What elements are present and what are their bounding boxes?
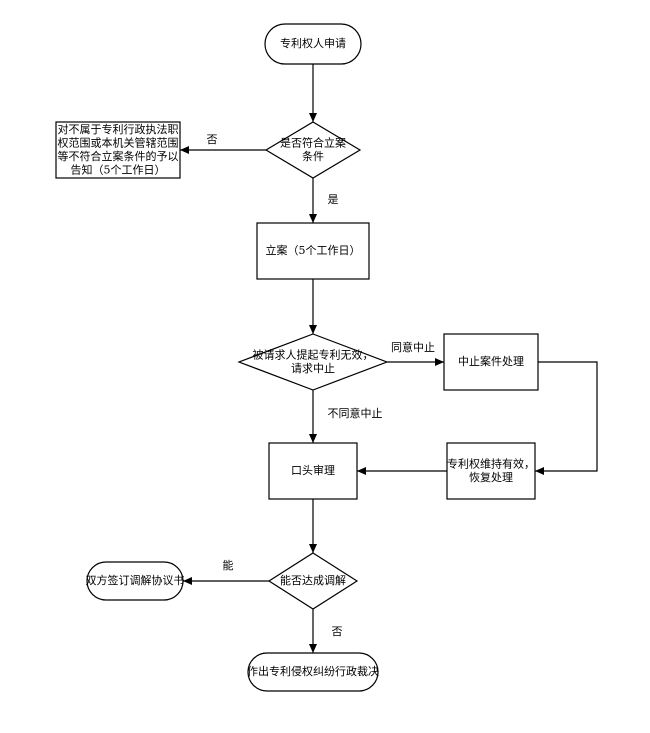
process-box [256, 222, 370, 280]
edge-label: 否 [207, 133, 218, 146]
process-box [55, 121, 181, 179]
node-label: 专利权人申请 [280, 36, 346, 50]
node-file: 立案（5个工作日） [256, 222, 370, 280]
terminal-shape [247, 652, 379, 692]
node-label: 告知（5个工作日） [71, 162, 166, 176]
edge-label: 不同意中止 [328, 406, 383, 420]
process-box [443, 333, 539, 391]
node-label: 恢复处理 [469, 470, 513, 484]
node-label: 立案（5个工作日） [266, 243, 361, 257]
decision-diamond [264, 121, 362, 179]
node-label: 请求中止 [291, 362, 335, 375]
node-label: 权范围或本机关管辖范围 [58, 135, 179, 149]
node-suspend: 中止案件处理 [443, 333, 539, 391]
node-label: 双方签订调解协议书 [86, 573, 185, 587]
node-notify: 对不属于专利行政执法职权范围或本机关管辖范围等不符合立案条件的予以告知（5个工作… [55, 121, 181, 179]
decision-diamond [237, 333, 389, 391]
edge-label: 同意中止 [391, 340, 435, 354]
node-invalid: 被请求人提起专利无效，请求中止 [237, 333, 389, 391]
process-box [268, 442, 358, 500]
node-label: 专利权维持有效， [447, 456, 535, 470]
terminal-shape [264, 23, 362, 65]
node-label: 是否符合立案 [280, 135, 346, 149]
node-label: 等不符合立案条件的予以 [58, 149, 179, 163]
node-mediate: 能否达成调解 [267, 552, 359, 610]
node-label: 口头审理 [291, 463, 335, 477]
edge-label: 否 [332, 625, 343, 638]
edge-label: 能 [223, 558, 234, 572]
node-agreement: 双方签订调解协议书 [86, 561, 185, 601]
node-label: 对不属于专利行政执法职 [58, 122, 179, 136]
node-apply: 专利权人申请 [264, 23, 362, 65]
edge-suspend-to-valid [535, 361, 598, 475]
process-box [446, 442, 536, 500]
node-label: 中止案件处理 [458, 354, 524, 368]
node-label: 条件 [302, 149, 324, 163]
node-ruling: 作出专利侵权纠纷行政裁决 [247, 652, 379, 692]
node-label: 能否达成调解 [280, 573, 346, 587]
decision-diamond [267, 552, 359, 610]
edge-label: 是 [328, 193, 339, 206]
node-label: 被请求人提起专利无效， [253, 347, 374, 361]
node-hearing: 口头审理 [268, 442, 358, 500]
terminal-shape [86, 561, 184, 601]
node-label: 作出专利侵权纠纷行政裁决 [247, 664, 379, 678]
node-valid: 专利权维持有效，恢复处理 [446, 442, 536, 500]
